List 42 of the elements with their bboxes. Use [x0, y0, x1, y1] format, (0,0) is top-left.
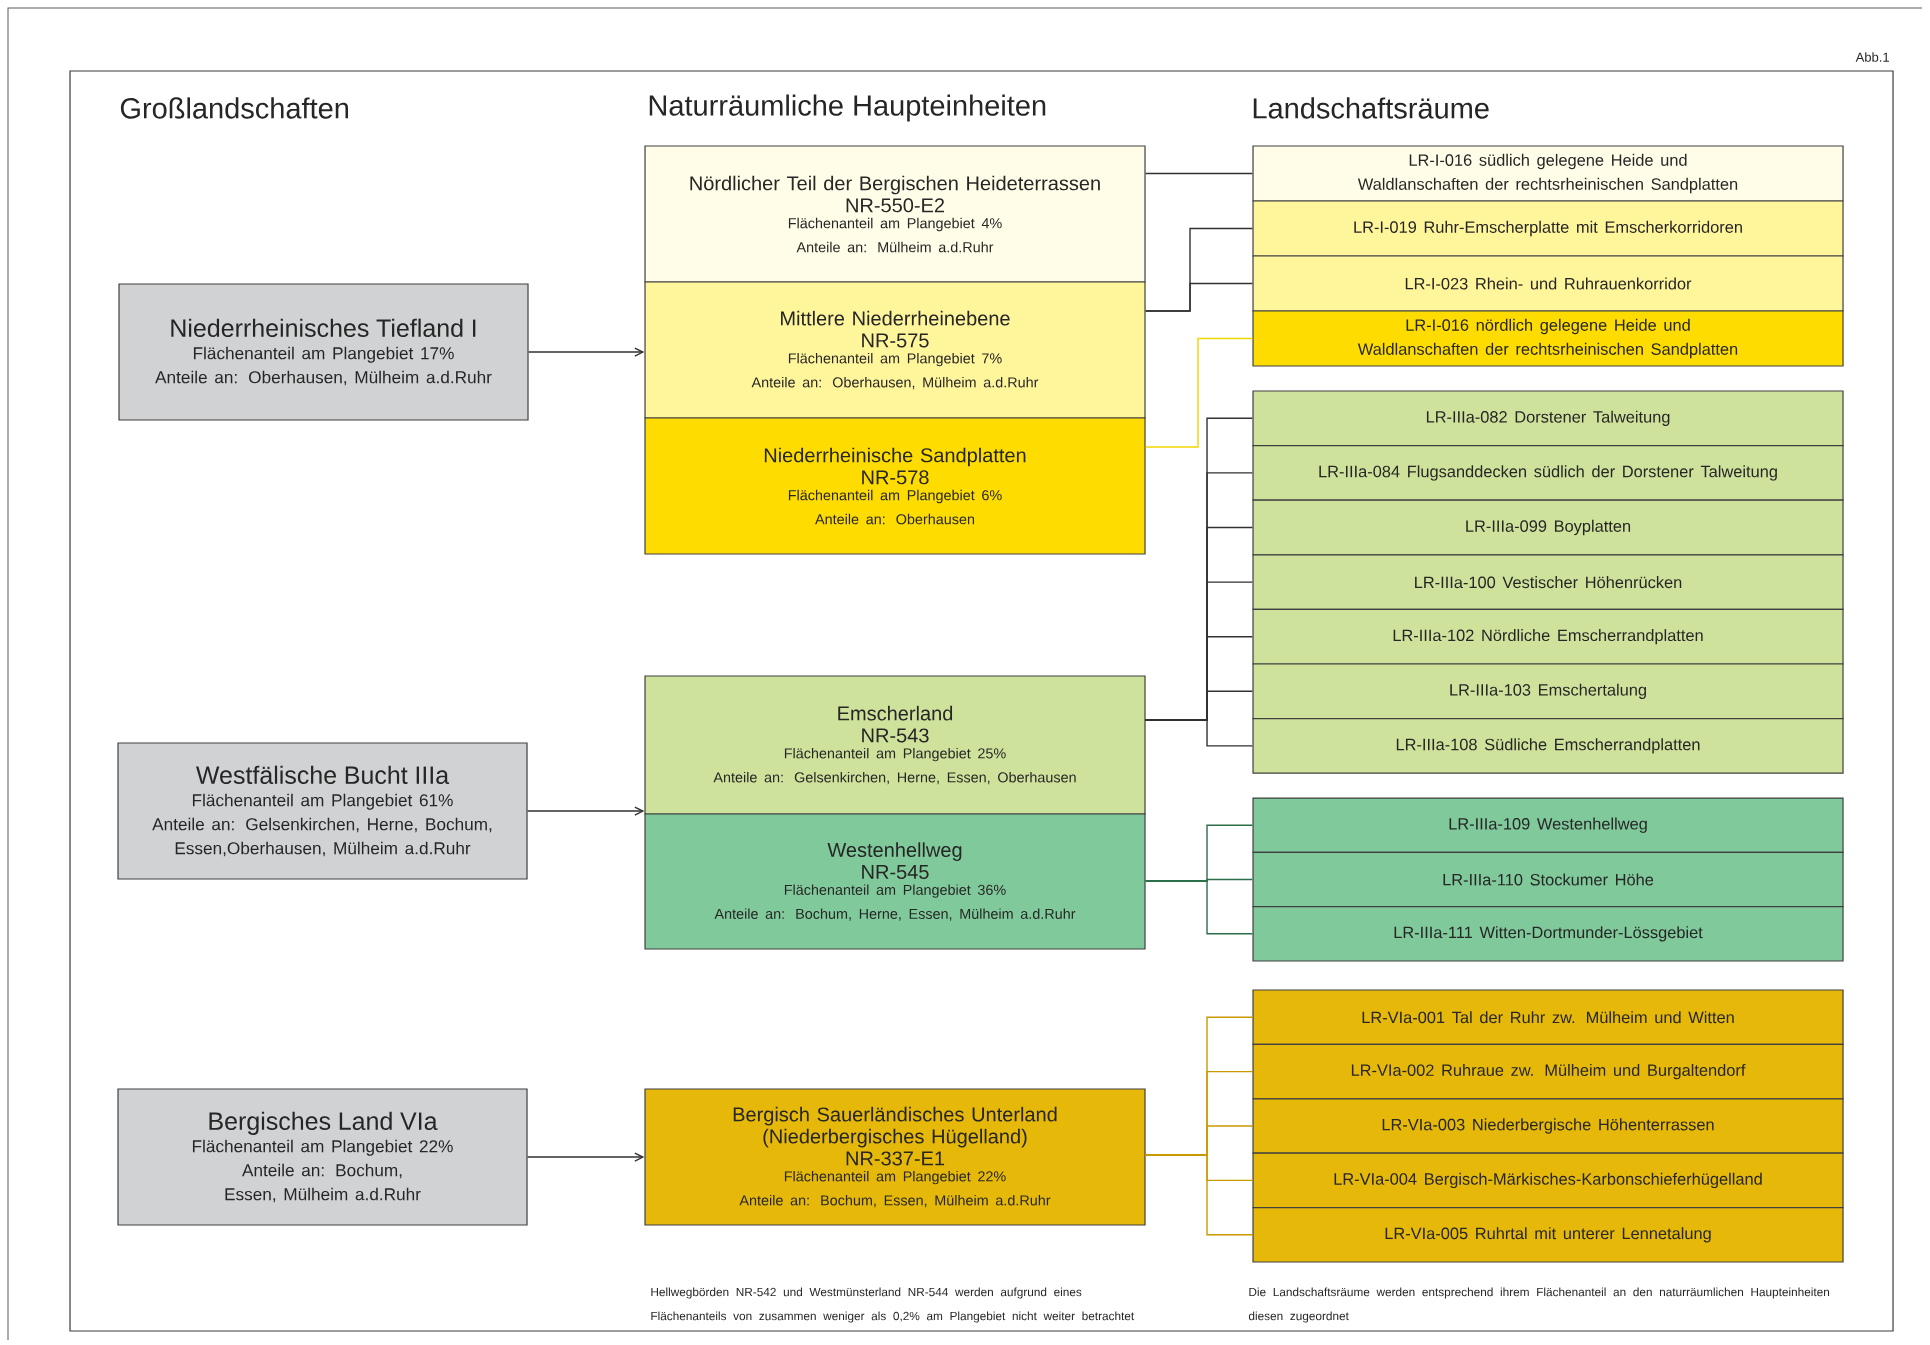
unit-box: Emscherland NR-543 Flächenanteil am Plangebiet 25% Anteile an: Gelsenkirchen, Herne, Essen, Oberhausen [644, 675, 1146, 815]
area-box: LR-IIIa-084 Flugsanddecken südlich der Dorstener Talweitung [1252, 445, 1844, 501]
unit-box: Niederrheinische Sandplatten NR-578 Flächenanteil am Plangebiet 6% Anteile an: Oberhausen [644, 417, 1146, 555]
area-box: LR-VIa-001 Tal der Ruhr zw. Mülheim und Witten [1252, 989, 1844, 1045]
unit-box: Bergisch Sauerländisches Unterland (Niederbergisches Hügelland) NR-337-E1 Flächenanteil am Plangebiet 22% Anteile an: Bochum, Essen, Mülheim a.d.Ruhr [644, 1088, 1146, 1226]
area-box: LR-IIIa-099 Boyplatten [1252, 499, 1844, 556]
area-box: LR-IIIa-103 Emschertalung [1252, 663, 1844, 720]
area-box: LR-VIa-002 Ruhraue zw. Mülheim und Burgaltendorf [1252, 1043, 1844, 1100]
unit-box: Mittlere Niederrheinebene NR-575 Flächenanteil am Plangebiet 7% Anteile an: Oberhausen, Mülheim a.d.Ruhr [644, 281, 1146, 419]
arrow [526, 806, 645, 816]
area-box: LR-VIa-003 Niederbergische Höhenterrassen [1252, 1098, 1844, 1154]
column-heading: Landschaftsräume [1253, 97, 1489, 119]
area-box: LR-IIIa-108 Südliche Emscherrandplatten [1252, 718, 1844, 774]
region-box: Niederrheinisches Tiefland I Flächenanteil am Plangebiet 17% Anteile an: Oberhausen, Mülheim a.d.Ruhr [118, 283, 529, 421]
area-box: LR-I-019 Ruhr-Emscherplatte mit Emscherkorridoren [1252, 200, 1844, 257]
connector-line [1144, 282, 1254, 312]
region-box: Bergisches Land VIa Flächenanteil am Plangebiet 22% Anteile an: Bochum, Essen, Mülheim a.d.Ruhr [117, 1088, 528, 1226]
area-box: LR-I-016 nördlich gelegene Heide und Waldlanschaften der rechtsrheinischen Sandplatten [1252, 310, 1844, 367]
arrow [526, 1152, 645, 1162]
area-box: LR-VIa-004 Bergisch-Märkisches-Karbonschieferhügelland [1252, 1152, 1844, 1209]
connector-line [1144, 880, 1254, 935]
area-box: LR-IIIa-102 Nördliche Emscherrandplatten [1252, 608, 1844, 665]
region-box: Westfälische Bucht IIIa Flächenanteil am Plangebiet 61% Anteile an: Gelsenkirchen, Herne, Bochum, Essen,Oberhausen, Mülheim a.d.Ruhr [117, 742, 528, 880]
unit-box: Westenhellweg NR-545 Flächenanteil am Plangebiet 36% Anteile an: Bochum, Herne, Essen, Mülheim a.d.Ruhr [644, 813, 1146, 950]
connector-line [1144, 719, 1254, 747]
area-box: LR-IIIa-109 Westenhellweg [1252, 797, 1844, 853]
area-box: LR-IIIa-110 Stockumer Höhe [1252, 851, 1844, 908]
unit-box: Nördlicher Teil der Bergischen Heideterrassen NR-550-E2 Flächenanteil am Plangebiet 4% Anteile an: Mülheim a.d.Ruhr [644, 145, 1146, 283]
connector-line [1144, 337, 1254, 448]
connector-line [1144, 172, 1254, 175]
area-box: LR-I-016 südlich gelegene Heide und Waldlanschaften der rechtsrheinischen Sandplatten [1252, 145, 1844, 202]
footnote: Die Landschaftsräume werden entsprechend ihrem Flächenanteil an den naturräumlichen Haupteinheiten diesen zugeordnet [1248, 1287, 1830, 1323]
area-box: LR-IIIa-100 Vestischer Höhenrücken [1252, 554, 1844, 610]
column-heading: Großlandschaften [120, 97, 348, 119]
footnote: Hellwegbörden NR-542 und Westmünsterland NR-544 werden aufgrund eines Flächenanteils von zusammen weniger als 0,2% am Plangebiet nicht weiter betrachtet [651, 1287, 1135, 1323]
area-box: LR-I-023 Rhein- und Ruhrauenkorridor [1252, 255, 1844, 312]
area-box: LR-IIIa-082 Dorstener Talweitung [1252, 390, 1844, 447]
figure-number: Abb.1 [1855, 52, 1889, 62]
arrow [527, 347, 645, 357]
connector-line [1144, 1154, 1254, 1236]
area-box: LR-IIIa-111 Witten-Dortmunder-Lössgebiet [1252, 906, 1844, 962]
area-box: LR-VIa-005 Ruhrtal mit unterer Lennetalung [1252, 1207, 1844, 1263]
